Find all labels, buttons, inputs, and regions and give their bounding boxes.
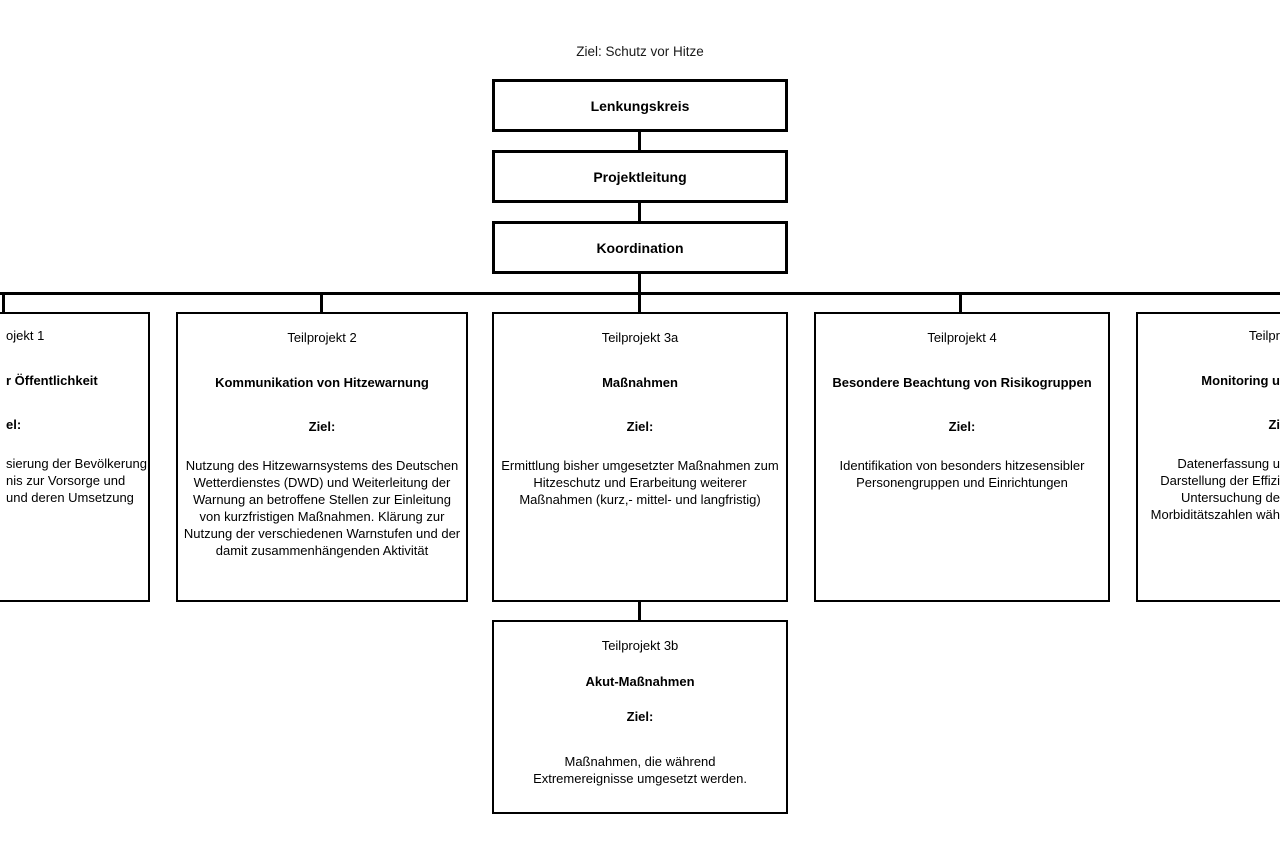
subproject-label: Teilprojekt 3a xyxy=(601,330,679,345)
connector-rail-tp1 xyxy=(2,294,5,312)
subproject-title: Monitoring u xyxy=(1201,373,1280,388)
box-projektleitung-label: Projektleitung xyxy=(593,168,687,185)
box-teilprojekt-1 xyxy=(0,312,150,602)
goal-label: Zi xyxy=(1268,417,1280,432)
subproject-title: Maßnahmen xyxy=(602,375,678,390)
goal-label: Ziel: xyxy=(308,419,336,434)
subproject-label: Teilprojekt 3b xyxy=(601,638,679,653)
goal-text-line: Darstellung der Effizi xyxy=(1160,473,1280,488)
subproject-title: Besondere Beachtung von Risikogruppen xyxy=(832,375,1092,390)
box-projektleitung: Projektleitung xyxy=(492,150,788,203)
box-teilprojekt-4: Teilprojekt 4 Besondere Beachtung von Ri… xyxy=(814,312,1110,602)
goal-label: el: xyxy=(6,417,22,432)
box-teilprojekt-2: Teilprojekt 2 Kommunikation von Hitzewar… xyxy=(176,312,468,602)
box-teilprojekt-5-text: Teilpr Monitoring u Zi Datenerfassung u … xyxy=(1141,312,1280,602)
box-teilprojekt-3b: Teilprojekt 3b Akut-Maßnahmen Ziel: Maßn… xyxy=(492,620,788,814)
goal-text-line: Datenerfassung u xyxy=(1177,456,1280,471)
goal-text: sierung der Bevölkerung nis zur Vorsorge… xyxy=(6,455,150,506)
subproject-title: Kommunikation von Hitzewarnung xyxy=(215,375,429,390)
diagram-title: Ziel: Schutz vor Hitze xyxy=(576,44,704,59)
connector-rail-tp3a xyxy=(638,294,641,312)
goal-text: Nutzung des Hitzewarnsystems des Deutsch… xyxy=(183,458,461,558)
box-koordination-label: Koordination xyxy=(596,239,684,256)
box-lenkungskreis: Lenkungskreis xyxy=(492,79,788,132)
goal-text: Maßnahmen, die während Extremereignisse … xyxy=(533,754,747,786)
goal-label: Ziel: xyxy=(626,709,654,724)
connector-rail xyxy=(0,292,1280,295)
goal-text: Ermittlung bisher umgesetzter Maßnahmen … xyxy=(501,458,779,507)
goal-text-line: Untersuchung de xyxy=(1180,490,1280,505)
goal-text-line: sierung der Bevölkerung xyxy=(6,456,147,471)
box-teilprojekt-1-text: ojekt 1 r Öffentlichkeit el: sierung der… xyxy=(0,312,150,602)
connector-lenkungskreis-projektleitung xyxy=(638,131,641,151)
subproject-label: Teilprojekt 2 xyxy=(287,330,357,345)
subproject-label: ojekt 1 xyxy=(6,328,45,343)
box-teilprojekt-3a: Teilprojekt 3a Maßnahmen Ziel: Ermittlun… xyxy=(492,312,788,602)
subproject-title: r Öffentlichkeit xyxy=(6,373,98,388)
connector-rail-tp2 xyxy=(320,294,323,312)
connector-koordination-rail xyxy=(638,273,641,293)
goal-text-line: und deren Umsetzung xyxy=(6,490,134,505)
connector-projektleitung-koordination xyxy=(638,202,641,222)
subproject-label: Teilprojekt 4 xyxy=(927,330,997,345)
goal-text: Datenerfassung u Darstellung der Effizi … xyxy=(1141,455,1280,523)
goal-label: Ziel: xyxy=(948,419,976,434)
subproject-title: Akut-Maßnahmen xyxy=(585,674,695,689)
connector-rail-tp4 xyxy=(959,294,962,312)
goal-text-line: Morbiditätszahlen wäh xyxy=(1150,507,1280,522)
box-koordination: Koordination xyxy=(492,221,788,274)
goal-text-line: nis zur Vorsorge und xyxy=(6,473,126,488)
subproject-label: Teilpr xyxy=(1248,328,1280,343)
goal-text: Identifikation von besonders hitzesensib… xyxy=(839,458,1085,490)
box-lenkungskreis-label: Lenkungskreis xyxy=(590,97,690,114)
box-teilprojekt-5 xyxy=(1136,312,1280,602)
connector-tp3a-tp3b xyxy=(638,601,641,621)
goal-label: Ziel: xyxy=(626,419,654,434)
